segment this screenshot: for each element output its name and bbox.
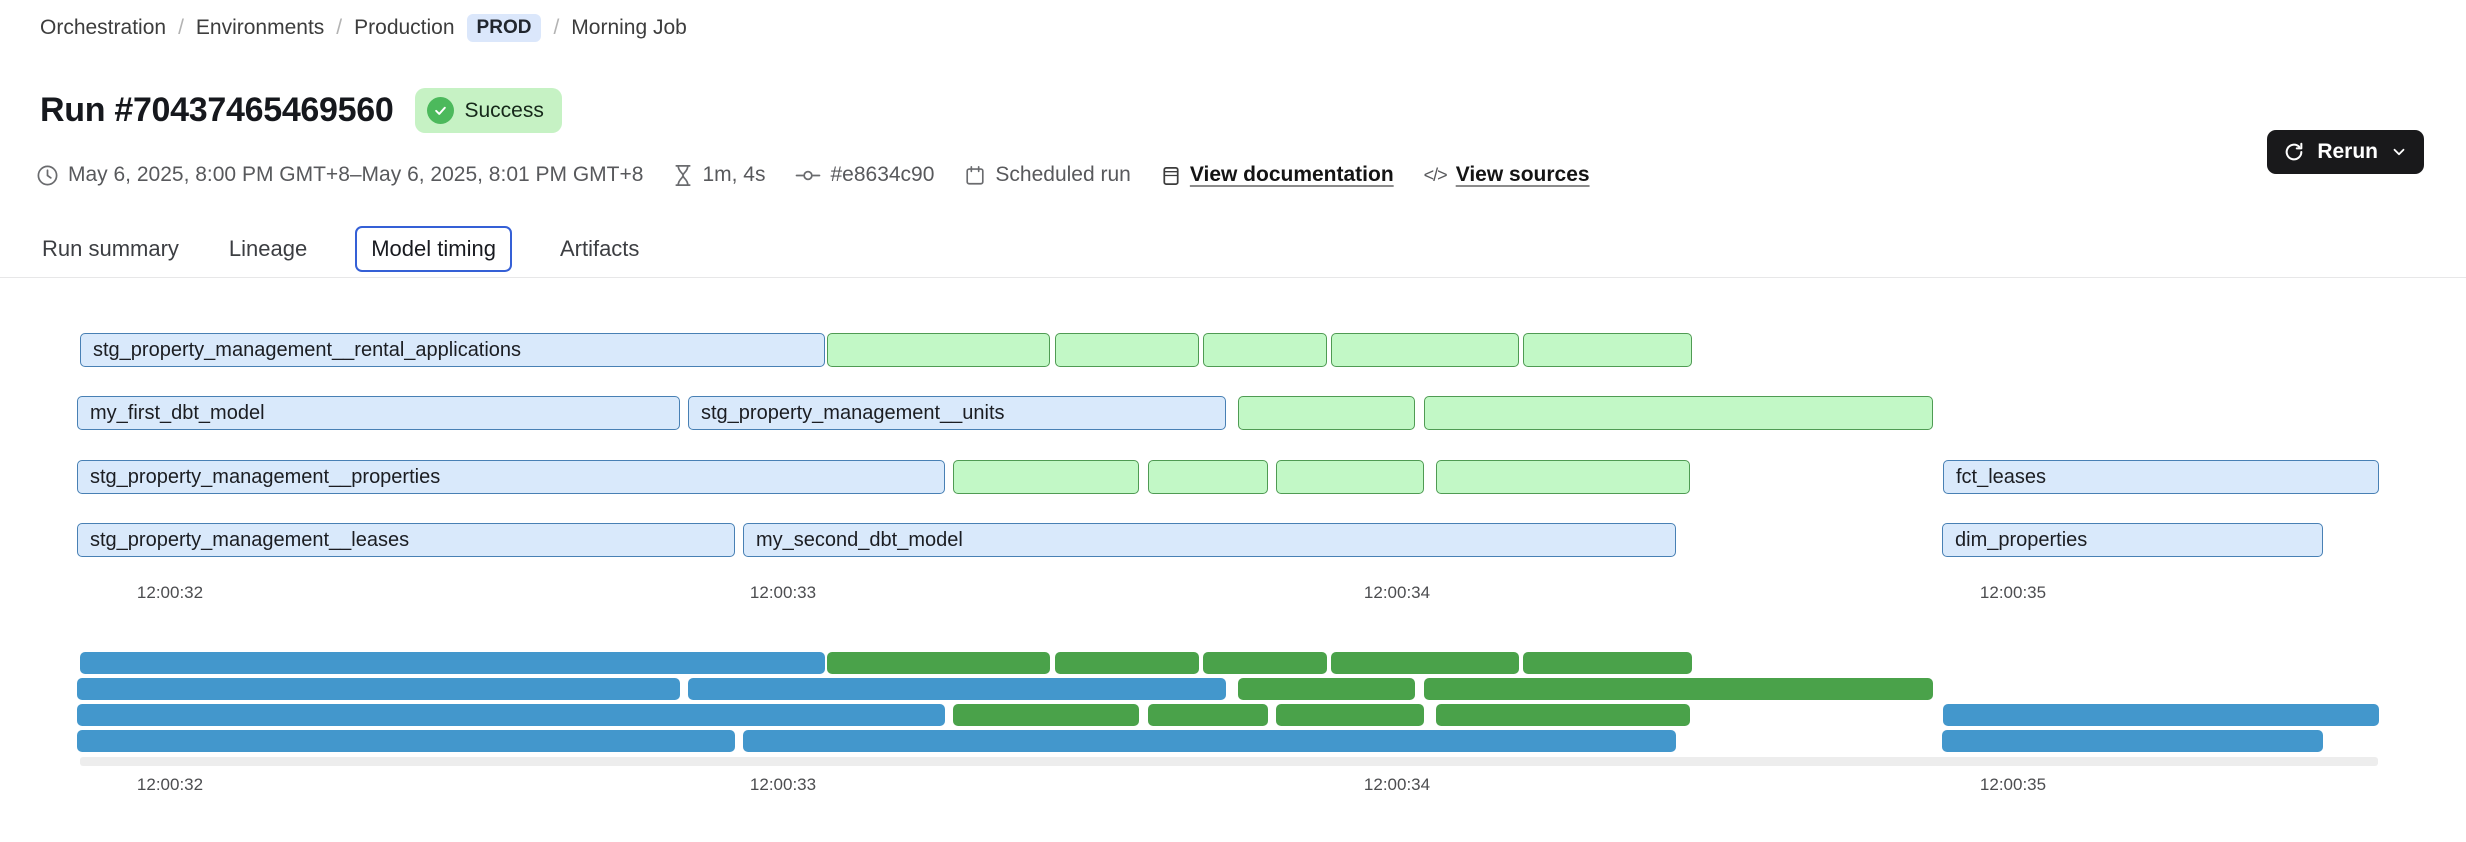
minimap-bar-test[interactable] — [1436, 704, 1690, 726]
run-meta-row: May 6, 2025, 8:00 PM GMT+8–May 6, 2025, … — [36, 163, 1590, 187]
gantt-bar-my_second_dbt_model[interactable]: my_second_dbt_model — [743, 523, 1676, 557]
breadcrumb-production[interactable]: Production — [354, 16, 455, 39]
success-check-icon — [427, 97, 455, 124]
rerun-button[interactable]: Rerun — [2267, 130, 2424, 174]
refresh-icon — [2283, 141, 2305, 163]
minimap-brush-track[interactable] — [80, 757, 2378, 766]
title-row: Run #70437465469560 Success — [40, 88, 562, 133]
page-title: Run #70437465469560 — [40, 91, 394, 129]
gantt-bar-label: my_second_dbt_model — [756, 528, 963, 551]
tab-bar: Run summary Lineage Model timing Artifac… — [40, 226, 641, 272]
calendar-icon — [966, 165, 985, 185]
minimap-bar-stg_property_management__properties[interactable] — [77, 704, 945, 726]
breadcrumb-separator: / — [553, 16, 560, 39]
gantt-bar-test[interactable] — [1055, 333, 1199, 367]
gantt-bar-label: stg_property_management__leases — [90, 528, 410, 551]
gantt-bar-label: my_first_dbt_model — [90, 401, 265, 424]
gantt-bar-test[interactable] — [1436, 460, 1690, 494]
rerun-button-label: Rerun — [2317, 140, 2378, 163]
gantt-bar-label: stg_property_management__rental_applicat… — [93, 338, 522, 361]
minimap-axis-tick: 12:00:33 — [749, 775, 817, 794]
gantt-bar-test[interactable] — [1523, 333, 1692, 367]
minimap-bar-test[interactable] — [1331, 652, 1519, 674]
gantt-bar-test[interactable] — [1276, 460, 1424, 494]
breadcrumb-separator: / — [336, 16, 343, 39]
minimap-axis-tick: 12:00:35 — [1979, 775, 2047, 794]
tab-model-timing[interactable]: Model timing — [355, 226, 512, 272]
gantt-bar-test[interactable] — [953, 460, 1139, 494]
gantt-bar-label: stg_property_management__properties — [90, 465, 441, 488]
status-badge-label: Success — [464, 98, 544, 122]
gantt-bar-test[interactable] — [1331, 333, 1519, 367]
minimap-bar-fct_leases[interactable] — [1943, 704, 2379, 726]
run-time-range: May 6, 2025, 8:00 PM GMT+8–May 6, 2025, … — [36, 163, 643, 187]
minimap-bar-stg_property_management__leases[interactable] — [77, 730, 735, 752]
commit-hash: #e8634c90 — [795, 163, 934, 187]
view-documentation-link[interactable]: View documentation — [1161, 163, 1394, 187]
gantt-bar-stg_property_management__units[interactable]: stg_property_management__units — [688, 396, 1226, 430]
chevron-down-icon — [2390, 143, 2408, 161]
minimap-axis-tick: 12:00:34 — [1363, 775, 1431, 794]
minimap-bar-my_second_dbt_model[interactable] — [743, 730, 1676, 752]
minimap-bar-stg_property_management__rental_applications[interactable] — [80, 652, 825, 674]
gantt-bar-test[interactable] — [1148, 460, 1268, 494]
breadcrumb-separator: / — [178, 16, 184, 39]
tab-run-summary[interactable]: Run summary — [42, 236, 179, 261]
gantt-bar-fct_leases[interactable]: fct_leases — [1943, 460, 2379, 494]
gantt-bar-test[interactable] — [1238, 396, 1415, 430]
minimap-bar-stg_property_management__units[interactable] — [688, 678, 1226, 700]
breadcrumb-morning-job[interactable]: Morning Job — [571, 16, 687, 39]
minimap-bar-test[interactable] — [1055, 652, 1199, 674]
run-duration: 1m, 4s — [673, 163, 765, 187]
document-icon — [1163, 166, 1179, 185]
minimap-bar-my_first_dbt_model[interactable] — [77, 678, 680, 700]
gantt-bar-label: fct_leases — [1956, 465, 2047, 488]
main-axis-tick: 12:00:32 — [136, 583, 204, 602]
minimap-bar-test[interactable] — [1148, 704, 1268, 726]
gantt-bar-test[interactable] — [1424, 396, 1933, 430]
breadcrumb-orchestration[interactable]: Orchestration — [40, 16, 167, 39]
environment-badge: PROD — [466, 14, 542, 42]
code-icon: </> — [1423, 164, 1448, 185]
gantt-bar-my_first_dbt_model[interactable]: my_first_dbt_model — [77, 396, 680, 430]
minimap-bar-test[interactable] — [1523, 652, 1692, 674]
main-axis-tick: 12:00:34 — [1363, 583, 1431, 602]
gantt-bar-label: stg_property_management__units — [701, 401, 1005, 424]
minimap-bar-test[interactable] — [1238, 678, 1415, 700]
breadcrumb-environments[interactable]: Environments — [195, 16, 325, 39]
minimap-bar-test[interactable] — [1276, 704, 1424, 726]
gantt-bar-test[interactable] — [1203, 333, 1327, 367]
minimap-bar-dim_properties[interactable] — [1942, 730, 2323, 752]
breadcrumb: Orchestration / Environments / Productio… — [40, 14, 687, 42]
gantt-bar-dim_properties[interactable]: dim_properties — [1942, 523, 2323, 557]
clock-icon — [37, 165, 58, 185]
main-axis-tick: 12:00:33 — [749, 583, 817, 602]
minimap-bar-test[interactable] — [827, 652, 1050, 674]
minimap-bar-test[interactable] — [1424, 678, 1933, 700]
gantt-bar-label: dim_properties — [1955, 528, 2088, 551]
minimap-bar-test[interactable] — [953, 704, 1139, 726]
tab-artifacts[interactable]: Artifacts — [559, 236, 640, 261]
gantt-bar-stg_property_management__properties[interactable]: stg_property_management__properties — [77, 460, 945, 494]
commit-icon — [796, 170, 821, 180]
gantt-bar-stg_property_management__rental_applications[interactable]: stg_property_management__rental_applicat… — [80, 333, 825, 367]
tab-divider — [0, 277, 2466, 278]
gantt-bar-stg_property_management__leases[interactable]: stg_property_management__leases — [77, 523, 735, 557]
hourglass-icon — [675, 164, 692, 186]
trigger-type: Scheduled run — [964, 163, 1131, 187]
minimap-axis-tick: 12:00:32 — [136, 775, 204, 794]
tab-lineage[interactable]: Lineage — [228, 236, 308, 261]
status-badge: Success — [415, 88, 562, 133]
main-axis-tick: 12:00:35 — [1979, 583, 2047, 602]
gantt-bar-test[interactable] — [827, 333, 1050, 367]
minimap-bar-test[interactable] — [1203, 652, 1327, 674]
view-sources-link[interactable]: </> View sources — [1423, 163, 1590, 186]
